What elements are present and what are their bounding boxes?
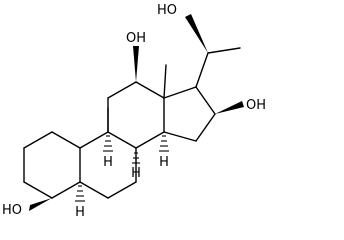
bond [23,131,53,149]
bond [23,181,53,199]
ring-b [79,131,137,199]
ring-a [23,131,81,199]
side-chain-bond [195,52,209,88]
bond [107,181,137,199]
ring-d [163,86,216,142]
bond [51,131,81,149]
hash-bond-c9-h [103,135,113,152]
hash-bond-c14-h [159,135,169,152]
bond [79,181,109,199]
bond [135,131,165,149]
hash-bond-c5-h [75,185,85,202]
hydroxyl-label-c12: OH [126,31,146,46]
hydrogen-label-c5: H [75,205,85,220]
bond [107,81,137,99]
wedge-bond-c12-oh [133,46,139,82]
bond [195,86,216,115]
wedge-bond-c3-oh [29,198,52,211]
wedge-bond-c16-oh [215,101,244,114]
molecule-structure: HO OH OH HO H H H H [2,3,266,220]
ring-c [107,81,165,149]
bond [195,113,216,142]
hash-bond-c8-h [132,152,140,164]
methyl-c18-bond [163,64,167,99]
bond [163,86,197,99]
bond [135,81,165,99]
bond [79,131,109,149]
hydrogen-label-c9: H [103,155,113,170]
wedge-bond-c20-oh [185,14,208,53]
bond [163,131,197,142]
hydrogen-label-c14: H [159,155,169,170]
side-chain-methyl-bond [207,47,241,54]
bond [107,131,137,149]
hydroxyl-label-c20: HO [157,3,177,18]
bond [51,181,81,199]
hydroxyl-label-c16: OH [246,98,266,113]
hydrogen-label-c8: H [131,166,141,181]
hydroxyl-label-c3: HO [2,203,22,218]
